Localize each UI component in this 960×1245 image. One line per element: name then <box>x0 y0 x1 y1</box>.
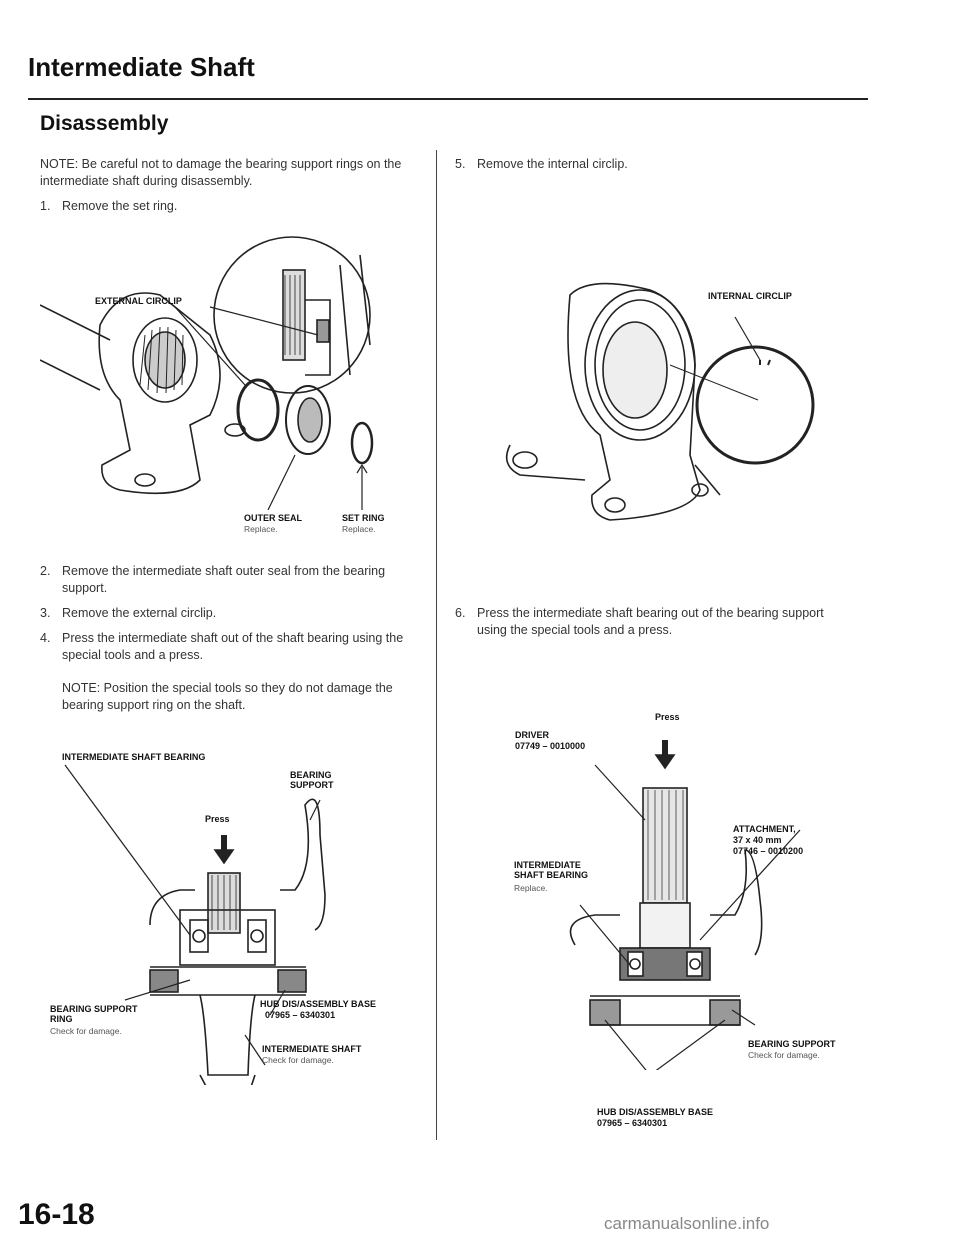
watermark: carmanualsonline.info <box>604 1214 770 1233</box>
title-rule <box>28 98 868 100</box>
label-hub-base: HUB DIS/ASSEMBLY BASE <box>597 1107 714 1117</box>
figure-shaft-press-out <box>64 764 326 1085</box>
label-attachment-pn: 07746 – 0010200 <box>733 846 804 856</box>
label-shaft-bearing: INTERMEDIATE SHAFT BEARING <box>62 752 206 762</box>
label-press: Press <box>655 712 680 722</box>
step-2: 2. Remove the intermediate shaft outer se… <box>40 563 420 597</box>
step-number: 2. <box>40 564 51 578</box>
label-attachment: ATTACHMENT, <box>733 824 796 834</box>
label-bearing-note: Replace. <box>514 883 548 893</box>
step-4: 4. Press the intermediate shaft out of th… <box>40 630 420 664</box>
label-driver-pn: 07749 – 0010000 <box>515 741 586 751</box>
label-bearing-support: BEARING SUPPORT <box>748 1039 836 1049</box>
label-outer-seal-note: Replace. <box>244 524 278 534</box>
figure-bearing-press-out <box>569 740 801 1070</box>
step-number: 1. <box>40 199 51 213</box>
page-number: 16-18 <box>18 1198 95 1231</box>
column-divider <box>436 150 437 1140</box>
step-number: 3. <box>40 606 51 620</box>
label-bearing-support-note: Check for damage. <box>748 1050 820 1060</box>
note-text: NOTE: Be careful not to damage the beari… <box>40 157 402 188</box>
label-hub-base: HUB DIS/ASSEMBLY BASE <box>260 999 377 1009</box>
step-text: Remove the set ring. <box>62 199 178 213</box>
step-5: 5. Remove the internal circlip. <box>455 156 855 173</box>
step-1: 1. Remove the set ring. <box>40 198 420 215</box>
figure-internal-circlip <box>505 282 815 521</box>
label-internal-circlip: INTERNAL CIRCLIP <box>708 291 792 301</box>
step-text: Remove the intermediate shaft outer seal… <box>62 564 386 595</box>
section-title: Disassembly <box>40 112 169 135</box>
step-6: 6. Press the intermediate shaft bearing o… <box>455 605 855 639</box>
label-driver: DRIVER <box>515 730 550 740</box>
step-text: Remove the external circlip. <box>62 606 217 620</box>
page-title: Intermediate Shaft <box>28 52 255 82</box>
label-external-circlip: EXTERNAL CIRCLIP <box>95 296 182 306</box>
label-attachment-size: 37 x 40 mm <box>733 835 782 845</box>
label-support-ring: BEARING SUPPORT RING <box>50 1004 138 1024</box>
label-bearing-support: BEARING SUPPORT <box>290 770 334 790</box>
note2-text: NOTE: Position the special tools so they… <box>62 681 393 712</box>
label-support-ring-note: Check for damage. <box>50 1026 122 1036</box>
step-number: 6. <box>455 606 466 620</box>
label-hub-base-pn: 07965 – 6340301 <box>265 1010 336 1020</box>
step-text: Remove the internal circlip. <box>477 157 628 171</box>
label-hub-base-pn: 07965 – 6340301 <box>597 1118 668 1128</box>
label-shaft: INTERMEDIATE SHAFT <box>262 1044 362 1054</box>
label-press: Press <box>205 814 230 824</box>
label-set-ring: SET RING <box>342 513 385 523</box>
label-set-ring-note: Replace. <box>342 524 376 534</box>
label-bearing: INTERMEDIATE SHAFT BEARING <box>514 860 588 880</box>
label-outer-seal: OUTER SEAL <box>244 513 303 523</box>
step-3: 3. Remove the external circlip. <box>40 605 420 622</box>
figure-set-ring-removal <box>40 236 374 511</box>
label-shaft-note: Check for damage. <box>262 1055 334 1065</box>
step-text: Press the intermediate shaft out of the … <box>62 631 404 662</box>
step-text: Press the intermediate shaft bearing out… <box>477 606 824 637</box>
step-number: 5. <box>455 157 466 171</box>
step-number: 4. <box>40 631 51 645</box>
